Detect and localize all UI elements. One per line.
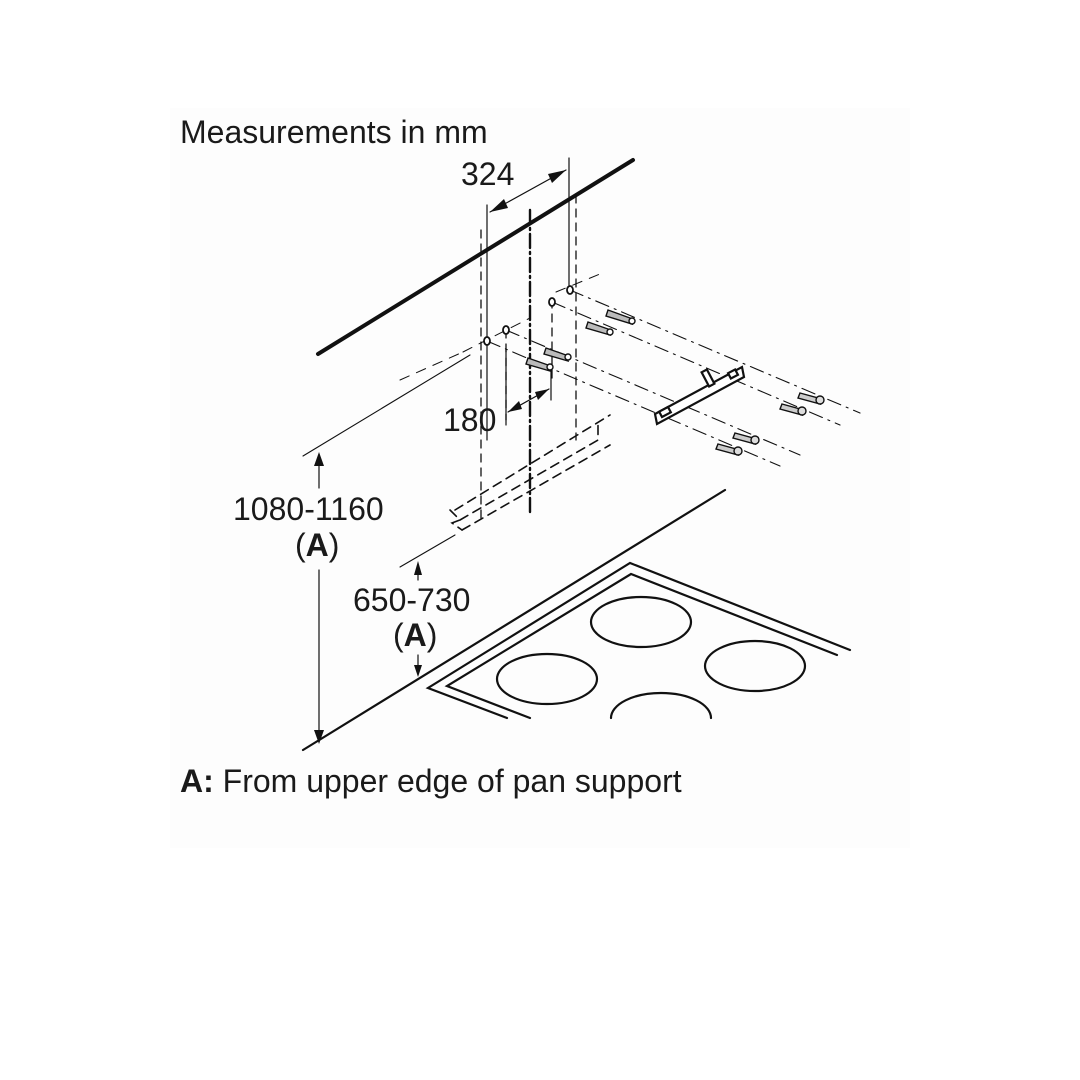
legend-key: A: bbox=[180, 763, 214, 799]
dimension-mount-height-ref: (A) bbox=[295, 527, 340, 563]
ref-a-2: A bbox=[403, 617, 427, 653]
hob-burner-back bbox=[589, 595, 693, 649]
hob-inner-frame bbox=[444, 572, 839, 720]
hob bbox=[425, 561, 852, 720]
hob-burner-front bbox=[609, 691, 713, 720]
dim-650-arrowhead-down bbox=[414, 665, 422, 677]
hob-outer-frame bbox=[425, 561, 852, 720]
hole-guide-3 bbox=[399, 351, 464, 381]
wall-hole-1 bbox=[566, 285, 574, 295]
dim-324-arrowhead-left bbox=[490, 199, 508, 212]
hood-outline-middle bbox=[459, 424, 599, 521]
ref-a-1: A bbox=[305, 527, 329, 563]
dim-180-arrowhead-right bbox=[535, 389, 549, 400]
hob-burner-right bbox=[703, 639, 807, 693]
hole-guide-1 bbox=[555, 273, 601, 293]
dim-180-arrowhead-left bbox=[508, 401, 522, 412]
screw-1 bbox=[797, 392, 825, 406]
dimension-324-label: 324 bbox=[461, 156, 515, 192]
wall-plug-1 bbox=[605, 309, 636, 326]
dimension-mount-height-label: 1080-1160 bbox=[233, 491, 384, 527]
hood-outline-lower bbox=[461, 444, 611, 531]
projection-line-3 bbox=[505, 329, 801, 456]
dim-1080-top-ext bbox=[302, 354, 471, 457]
screw-2 bbox=[779, 403, 807, 417]
hole-guide-2 bbox=[462, 317, 531, 353]
worktop-edge bbox=[301, 488, 727, 752]
diagram-title: Measurements in mm bbox=[180, 114, 488, 150]
wall-hole-4 bbox=[483, 336, 491, 346]
legend-text: From upper edge of pan support bbox=[222, 763, 682, 799]
screw-4 bbox=[715, 443, 743, 457]
wall-hole-2 bbox=[548, 297, 556, 307]
dimension-hood-height-ref: (A) bbox=[393, 617, 438, 653]
wall-hole-3 bbox=[502, 325, 510, 335]
dim-1080-arrowhead-up bbox=[314, 452, 324, 466]
dim-650-arrowhead-up bbox=[414, 561, 422, 575]
dim-324-arrowhead-right bbox=[548, 170, 566, 183]
hood-outline-bottom bbox=[449, 509, 463, 531]
wall-edge-line bbox=[316, 158, 635, 356]
projection-line-2 bbox=[551, 301, 841, 426]
projection-line-1 bbox=[569, 289, 861, 414]
dim-1080-arrowhead-down bbox=[314, 730, 324, 744]
diagram-panel bbox=[170, 108, 910, 848]
wall-plug-2 bbox=[585, 321, 614, 337]
mounting-bracket bbox=[653, 365, 746, 426]
wall-plug-4 bbox=[525, 357, 554, 373]
hood-outline-upper bbox=[454, 414, 611, 511]
legend-footnote: A: From upper edge of pan support bbox=[180, 765, 682, 797]
dimension-180-label: 180 bbox=[443, 402, 497, 438]
projection-line-4 bbox=[486, 340, 781, 467]
screw-3 bbox=[732, 432, 760, 446]
dim-650-top-ext bbox=[399, 534, 456, 568]
wall-plug-3 bbox=[543, 347, 572, 363]
hob-burner-left bbox=[495, 652, 599, 706]
dimension-hood-height-label: 650-730 bbox=[353, 582, 471, 618]
